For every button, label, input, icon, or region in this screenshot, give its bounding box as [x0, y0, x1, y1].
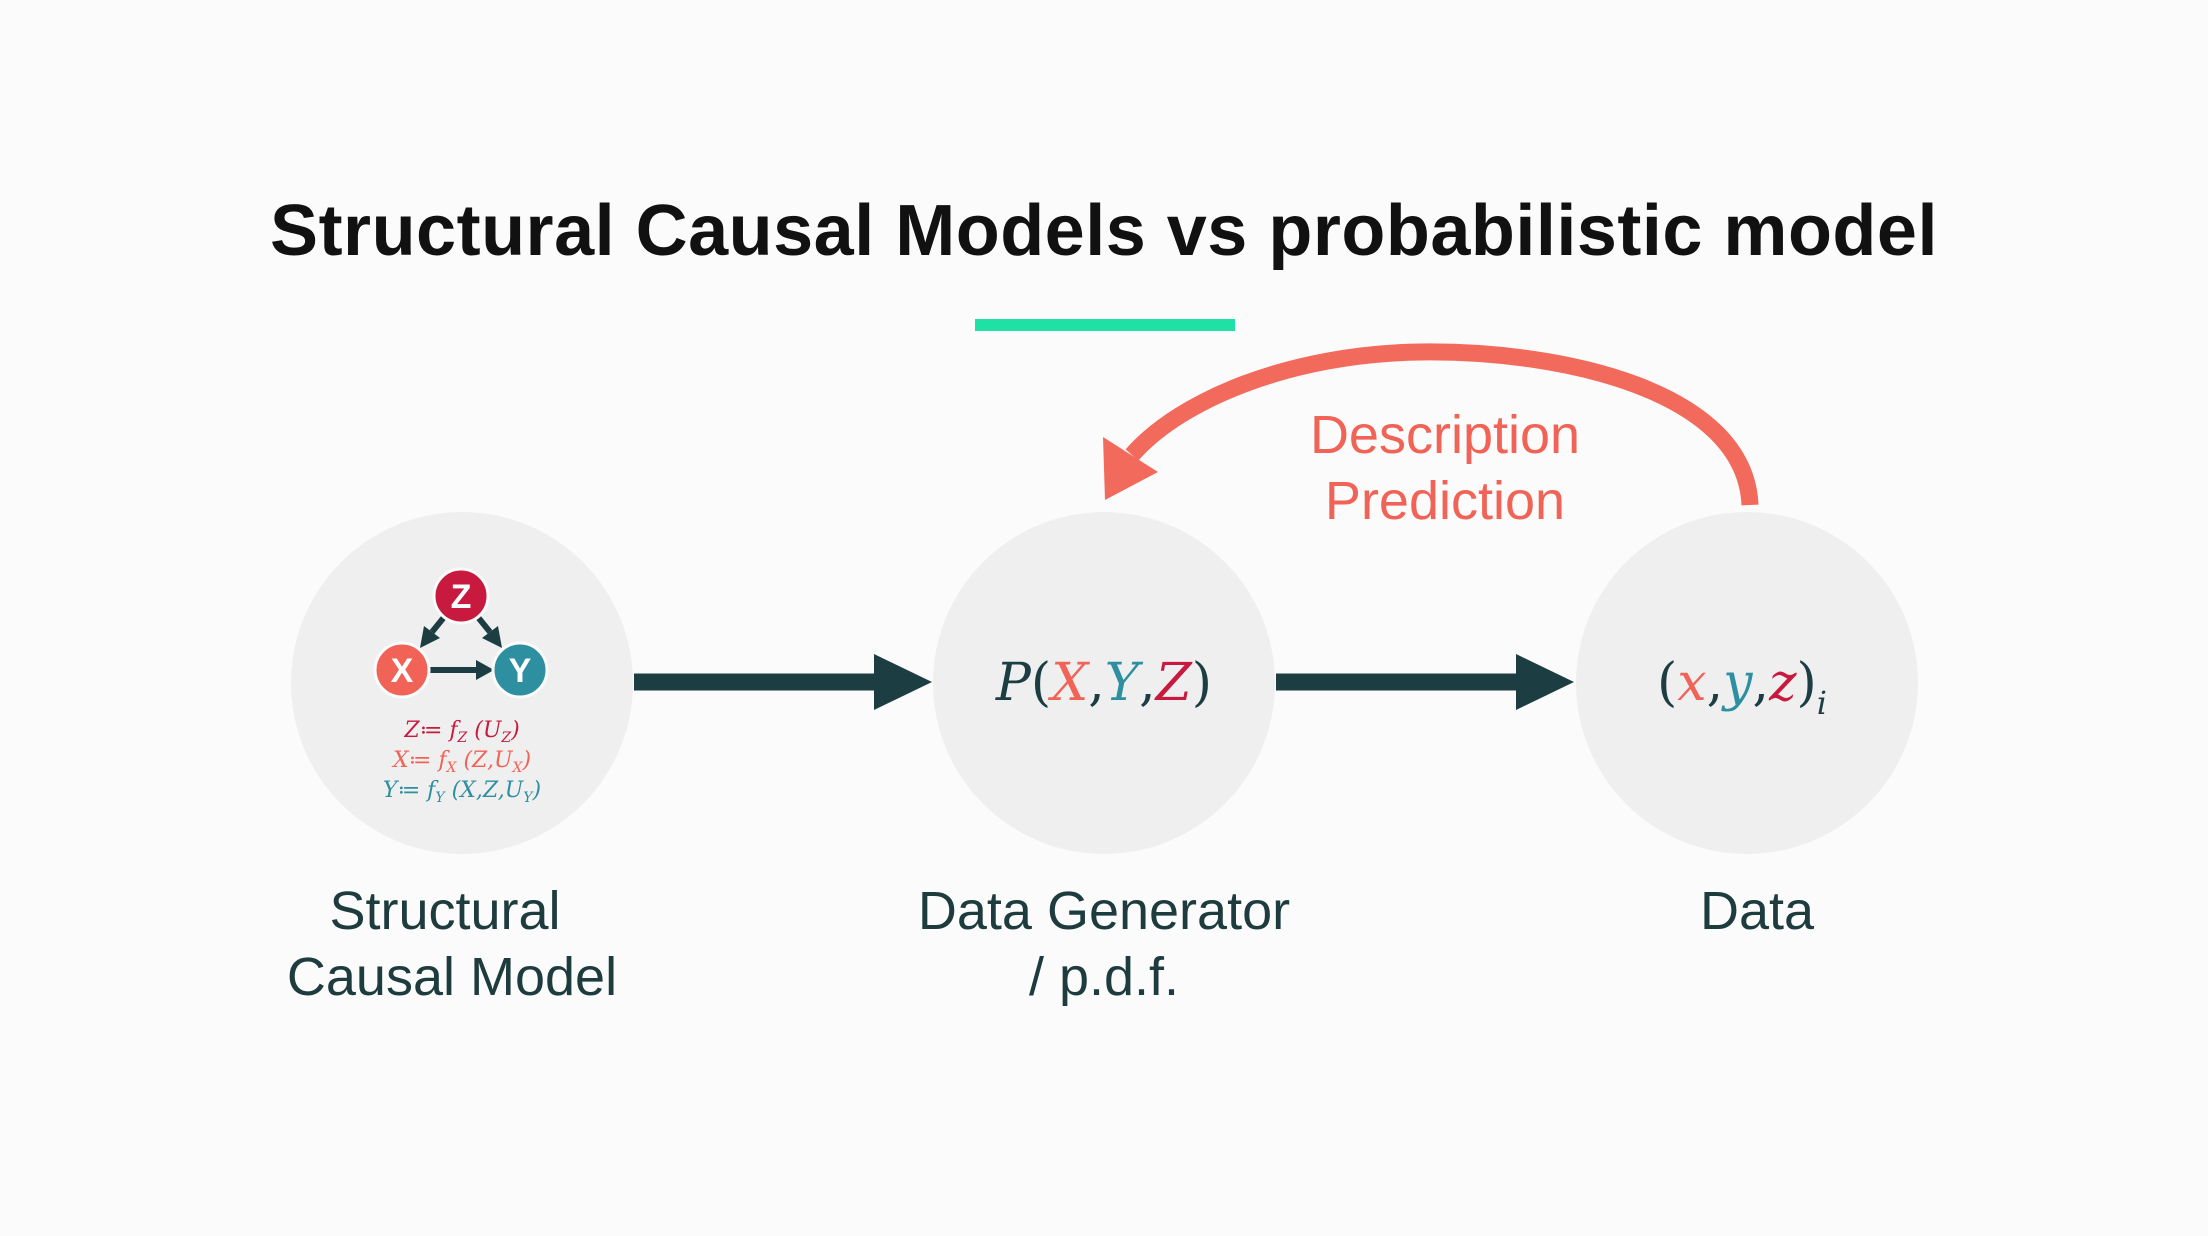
svg-text:Z: Z — [451, 578, 472, 616]
graph-node-y: Y — [491, 641, 549, 699]
generator-caption: Data Generator / p.d.f. — [874, 878, 1334, 1010]
feedback-arrow — [1103, 343, 1759, 506]
causal-graph: Z X Y — [373, 567, 549, 699]
graph-node-z: Z — [432, 567, 490, 625]
feedback-label-line-1: Description — [1309, 405, 1581, 465]
edge-z-to-y — [474, 614, 502, 648]
generator-caption-line-2: / p.d.f. — [1028, 947, 1180, 1007]
arrow-generator-to-data — [1276, 654, 1574, 710]
arrow-scm-to-generator — [634, 654, 932, 710]
data-sample-formula: (x,y,z)i — [1657, 653, 1827, 722]
data-caption-line-1: Data — [1699, 881, 1815, 941]
data-caption: Data — [1537, 878, 1977, 944]
svg-text:X: X — [391, 652, 414, 690]
scm-caption-line-2: Causal Model — [286, 947, 618, 1007]
equation-z: Z≔ fZ (UZ) — [403, 718, 519, 746]
scm-caption-line-1: Structural — [329, 881, 561, 941]
svg-text:Y: Y — [509, 652, 532, 690]
scm-caption: Structural Causal Model — [232, 878, 672, 1010]
generator-node — [933, 512, 1275, 854]
feedback-label-line-2: Prediction — [1324, 471, 1566, 531]
graph-node-x: X — [373, 641, 431, 699]
edge-x-to-y — [430, 660, 494, 680]
title-underline — [975, 319, 1235, 331]
edge-z-to-x — [420, 614, 448, 648]
equation-x: X≔ fX (Z,UX) — [391, 748, 531, 776]
joint-distribution-formula: P(X,Y,Z) — [995, 653, 1212, 713]
feedback-label: Description Prediction — [1230, 402, 1660, 534]
page-title: Structural Causal Models vs probabilisti… — [270, 191, 1938, 271]
data-node — [1576, 512, 1918, 854]
generator-caption-line-1: Data Generator — [917, 881, 1291, 941]
equation-y: Y≔ fY (X,Z,UY) — [383, 778, 541, 806]
